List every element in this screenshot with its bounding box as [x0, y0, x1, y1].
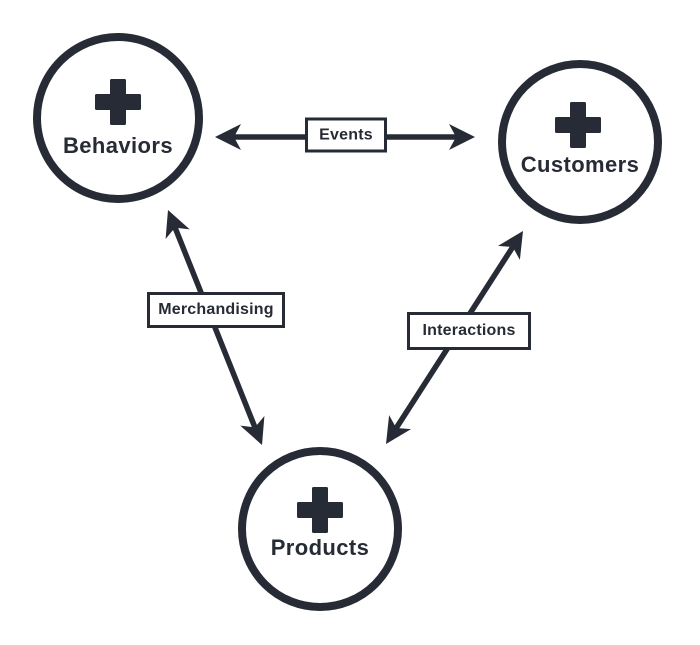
arrowhead-icon — [449, 124, 475, 150]
customers-node-circle — [498, 60, 662, 224]
arrowhead-icon — [386, 415, 411, 444]
node-label-behaviors: Behaviors — [63, 133, 173, 158]
plus-icon — [297, 487, 343, 533]
edge-label-interactions: Interactions — [407, 312, 531, 350]
node-label-customers: Customers — [520, 152, 640, 177]
arrowhead-icon — [165, 210, 190, 239]
arrowhead-icon — [215, 124, 241, 150]
edge-label-merchandising: Merchandising — [147, 292, 285, 328]
arrowhead-icon — [240, 416, 265, 445]
plus-icon — [555, 102, 601, 148]
products-node-circle — [238, 447, 402, 611]
arrowhead-icon — [498, 231, 523, 260]
behaviors-node-circle — [33, 33, 203, 203]
node-label-products: Products — [270, 535, 370, 560]
edge-label-events: Events — [305, 117, 387, 153]
plus-icon — [95, 79, 141, 125]
